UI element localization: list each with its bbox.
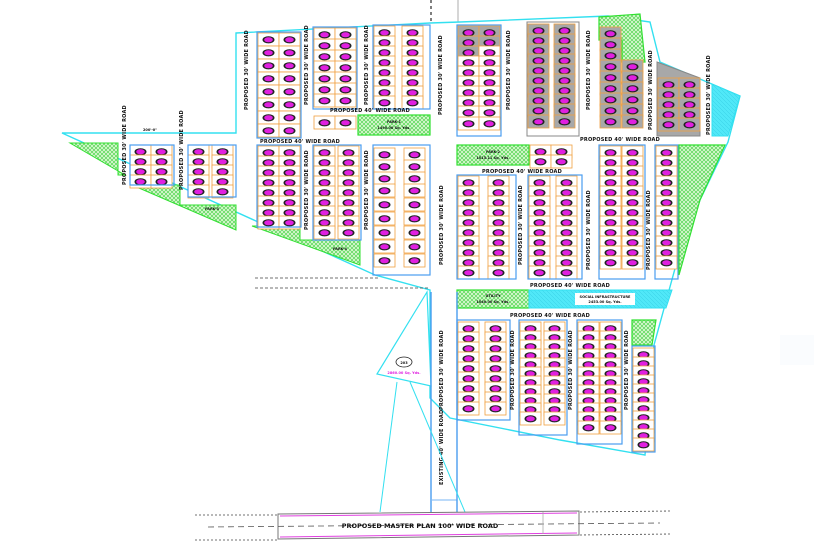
plot-block-e xyxy=(526,21,580,137)
park-2: PARK-2 1015.11 Sq. Yds. xyxy=(456,144,573,169)
svg-text:PROPOSED 30' WIDE ROAD: PROPOSED 30' WIDE ROAD xyxy=(304,25,310,105)
svg-text:PROPOSED 30' WIDE ROAD: PROPOSED 30' WIDE ROAD xyxy=(586,30,592,110)
svg-text:PARK-3: PARK-3 xyxy=(205,207,220,211)
plot-block-r xyxy=(518,319,568,436)
svg-text:PROPOSED 30' WIDE ROAD: PROPOSED 30' WIDE ROAD xyxy=(179,110,185,190)
plot-block-m xyxy=(456,174,517,280)
svg-text:PARK-1: PARK-1 xyxy=(387,120,402,124)
svg-text:PROPOSED 40' WIDE ROAD: PROPOSED 40' WIDE ROAD xyxy=(530,283,610,289)
svg-text:PROPOSED 30' WIDE ROAD: PROPOSED 30' WIDE ROAD xyxy=(518,185,524,265)
svg-text:PROPOSED 30' WIDE ROAD: PROPOSED 30' WIDE ROAD xyxy=(624,330,630,410)
svg-text:PROPOSED 30' WIDE ROAD: PROPOSED 30' WIDE ROAD xyxy=(122,105,128,185)
plot-block-j xyxy=(256,144,302,230)
svg-text:PROPOSED 30' WIDE ROAD: PROPOSED 30' WIDE ROAD xyxy=(510,330,516,410)
svg-text:1490.00 Sq. Yds.: 1490.00 Sq. Yds. xyxy=(377,126,410,130)
amenity-band: UTILITY 1040.00 Sq. Yds. SOCIAL INFRASTR… xyxy=(456,289,673,309)
svg-text:PROPOSED 30' WIDE ROAD: PROPOSED 30' WIDE ROAD xyxy=(568,330,574,410)
svg-text:200'-0": 200'-0" xyxy=(143,128,157,132)
svg-text:PROPOSED 40' WIDE ROAD: PROPOSED 40' WIDE ROAD xyxy=(580,137,660,143)
svg-text:1040.00 Sq. Yds.: 1040.00 Sq. Yds. xyxy=(476,300,509,304)
svg-text:PARK-2: PARK-2 xyxy=(486,150,501,154)
svg-text:PROPOSED 30' WIDE ROAD: PROPOSED 30' WIDE ROAD xyxy=(586,190,592,270)
svg-text:PROPOSED 30' WIDE ROAD: PROPOSED 30' WIDE ROAD xyxy=(304,150,310,230)
svg-text:203: 203 xyxy=(400,361,408,365)
plot-block-t xyxy=(631,319,657,453)
svg-text:PROPOSED 30' WIDE ROAD: PROPOSED 30' WIDE ROAD xyxy=(506,30,512,110)
plot-block-n xyxy=(527,174,583,280)
svg-text:PROPOSED 30' WIDE ROAD: PROPOSED 30' WIDE ROAD xyxy=(706,55,712,135)
plot-block-h xyxy=(129,144,175,189)
dashed-reference-lines xyxy=(255,277,430,289)
plot-block-k: PARK-4 xyxy=(312,144,362,251)
svg-text:2860.00 Sq. Yds.: 2860.00 Sq. Yds. xyxy=(387,371,420,375)
side-panel-edge xyxy=(780,335,814,365)
utility-corner xyxy=(711,83,741,137)
plot-block-d xyxy=(456,24,502,137)
svg-text:2453.00 Sq. Yds.: 2453.00 Sq. Yds. xyxy=(588,300,621,304)
west-wedge xyxy=(68,142,361,266)
plot-block-g xyxy=(656,61,701,137)
plot-block-l xyxy=(372,144,431,276)
svg-text:PROPOSED 30' WIDE ROAD: PROPOSED 30' WIDE ROAD xyxy=(364,150,370,230)
plot-block-b xyxy=(312,26,358,110)
svg-text:PROPOSED 30' WIDE ROAD: PROPOSED 30' WIDE ROAD xyxy=(364,25,370,105)
park-1: PARK-1 1490.00 Sq. Yds. xyxy=(313,114,431,136)
plot-block-p xyxy=(654,144,726,280)
svg-text:PROPOSED MASTER PLAN 100' WIDE: PROPOSED MASTER PLAN 100' WIDE ROAD xyxy=(342,522,499,530)
plot-block-o xyxy=(598,144,646,280)
svg-text:PROPOSED 30' WIDE ROAD: PROPOSED 30' WIDE ROAD xyxy=(648,50,654,130)
svg-text:PROPOSED 40' WIDE ROAD: PROPOSED 40' WIDE ROAD xyxy=(482,169,562,175)
plot-block-f xyxy=(598,13,646,129)
plot-block-i: PARK-3 xyxy=(187,144,237,211)
svg-text:PROPOSED 30' WIDE ROAD: PROPOSED 30' WIDE ROAD xyxy=(646,190,652,270)
svg-text:EXISTING 40' WIDE ROAD: EXISTING 40' WIDE ROAD xyxy=(439,410,445,485)
north-access-road xyxy=(430,0,459,22)
plot-block-s xyxy=(576,319,623,445)
plot-block-c xyxy=(372,24,431,110)
svg-text:UTILITY: UTILITY xyxy=(486,294,501,298)
svg-text:PROPOSED 30' WIDE ROAD: PROPOSED 30' WIDE ROAD xyxy=(438,35,444,115)
svg-text:PARK-4: PARK-4 xyxy=(333,247,348,251)
svg-text:PROPOSED 40' WIDE ROAD: PROPOSED 40' WIDE ROAD xyxy=(510,313,590,319)
svg-text:PROPOSED 30' WIDE ROAD: PROPOSED 30' WIDE ROAD xyxy=(244,30,250,110)
south-triangle-plot: 203 2860.00 Sq. Yds. xyxy=(376,290,466,513)
svg-text:PROPOSED 30' WIDE ROAD: PROPOSED 30' WIDE ROAD xyxy=(439,330,445,410)
master-plan-road: PROPOSED MASTER PLAN 100' WIDE ROAD xyxy=(195,510,671,541)
svg-text:1015.11 Sq. Yds.: 1015.11 Sq. Yds. xyxy=(476,156,509,160)
svg-text:PROPOSED 30' WIDE ROAD: PROPOSED 30' WIDE ROAD xyxy=(439,185,445,265)
svg-text:SOCIAL INFRASTRUCTURE: SOCIAL INFRASTRUCTURE xyxy=(580,295,631,299)
svg-text:PROPOSED 40' WIDE ROAD: PROPOSED 40' WIDE ROAD xyxy=(330,108,410,114)
road-labels: PROPOSED 40' WIDE ROAD PROPOSED 40' WIDE… xyxy=(122,25,712,485)
plot-block-a xyxy=(256,31,302,139)
svg-text:PROPOSED 40' WIDE ROAD: PROPOSED 40' WIDE ROAD xyxy=(260,139,340,145)
